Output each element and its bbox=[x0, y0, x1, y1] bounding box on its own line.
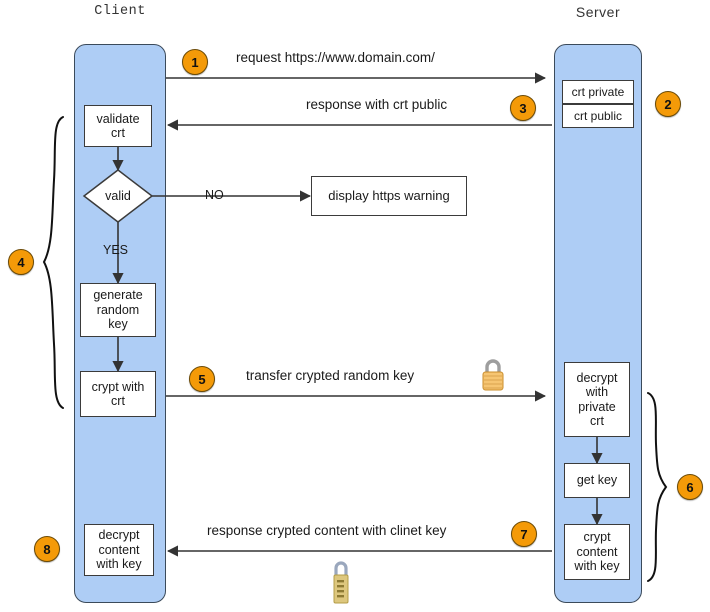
badge-1[interactable]: 1 bbox=[182, 49, 208, 75]
process-generate-random-key[interactable]: generate random key bbox=[80, 283, 156, 337]
process-get-key-label: get key bbox=[576, 473, 618, 488]
message-label-transfer-crypted-random-key: transfer crypted random key bbox=[246, 368, 415, 383]
badge-7[interactable]: 7 bbox=[511, 521, 537, 547]
process-decrypt-content-with-key[interactable]: decrypt content with key bbox=[84, 524, 154, 576]
branch-label-no: NO bbox=[205, 188, 224, 202]
message-label-response-crypted-content: response crypted content with clinet key bbox=[207, 523, 447, 538]
decision-valid-label: valid bbox=[105, 189, 131, 203]
process-crypt-content-with-key[interactable]: crypt content with key bbox=[564, 524, 630, 580]
process-crt-public-label: crt public bbox=[573, 108, 623, 123]
branch-label-yes: YES bbox=[103, 243, 129, 257]
process-display-https-warning[interactable]: display https warning bbox=[311, 176, 467, 216]
process-generate-random-key-label: generate random key bbox=[93, 288, 143, 332]
badge-3[interactable]: 3 bbox=[510, 95, 536, 121]
process-validate-crt[interactable]: validate crt bbox=[84, 105, 152, 147]
message-label-request: request https://www.domain.com/ bbox=[236, 50, 435, 65]
process-decrypt-content-with-key-label: decrypt content with key bbox=[96, 528, 142, 572]
message-label-response-crt-public: response with crt public bbox=[306, 97, 448, 112]
lane-title-server: Server bbox=[575, 4, 621, 20]
lane-title-client: Client bbox=[94, 4, 146, 19]
process-crt-private-label: crt private bbox=[571, 84, 625, 99]
decision-valid[interactable]: valid bbox=[84, 170, 152, 222]
padlock-combination-icon bbox=[328, 559, 354, 607]
padlock-closed-icon bbox=[479, 358, 507, 392]
badge-4[interactable]: 4 bbox=[8, 249, 34, 275]
badge-8[interactable]: 8 bbox=[34, 536, 60, 562]
lane-server bbox=[554, 44, 642, 603]
process-decrypt-with-private-crt[interactable]: decrypt with private crt bbox=[564, 362, 630, 437]
process-decrypt-with-private-crt-label: decrypt with private crt bbox=[576, 370, 618, 429]
badge-6[interactable]: 6 bbox=[677, 474, 703, 500]
process-crt-private[interactable]: crt private bbox=[562, 80, 634, 104]
badge-5[interactable]: 5 bbox=[189, 366, 215, 392]
process-crypt-content-with-key-label: crypt content with key bbox=[574, 530, 620, 574]
process-validate-crt-label: validate crt bbox=[96, 111, 140, 141]
process-crypt-with-crt[interactable]: crypt with crt bbox=[80, 371, 156, 417]
badge-2[interactable]: 2 bbox=[655, 91, 681, 117]
process-crypt-with-crt-label: crypt with crt bbox=[91, 379, 145, 409]
process-get-key[interactable]: get key bbox=[564, 463, 630, 498]
process-display-https-warning-label: display https warning bbox=[328, 187, 450, 203]
process-crt-public[interactable]: crt public bbox=[562, 104, 634, 128]
